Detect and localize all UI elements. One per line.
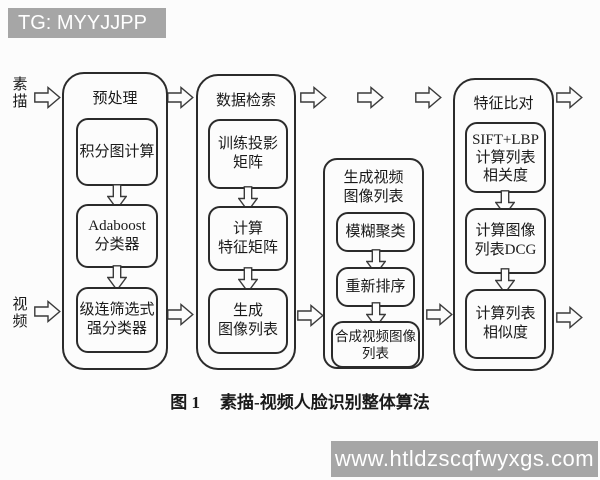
arrow-down-icon xyxy=(107,184,127,210)
tg-watermark-badge: TG: MYYJJPP xyxy=(8,8,166,38)
flow-box-integral-image: 积分图计算 xyxy=(76,118,158,186)
figure-number: 图 1 xyxy=(170,393,201,412)
flow-box-feature-matrix: 计算 特征矩阵 xyxy=(208,206,288,271)
arrow-right-icon xyxy=(34,86,61,109)
flow-box-synthesize-video-list: 合成视频图像 列表 xyxy=(331,321,420,368)
flow-box-sift-lbp: SIFT+LBP 计算列表 相关度 xyxy=(465,122,546,193)
figure-caption: 图 1 素描-视频人脸识别整体算法 xyxy=(0,388,600,413)
flow-box-list-similarity: 计算列表 相似度 xyxy=(465,289,546,359)
arrow-down-icon xyxy=(366,302,386,328)
arrow-right-icon xyxy=(415,86,442,109)
group-video-image-list: 生成视频 图像列表 模糊聚类 重新排序 合成视频图像 列表 xyxy=(323,158,424,369)
arrow-right-icon xyxy=(297,304,324,327)
arrow-right-icon xyxy=(426,303,453,326)
arrow-right-icon xyxy=(556,306,583,329)
group-title: 预处理 xyxy=(92,91,138,107)
flow-box-cascade-classifier: 级连筛选式 强分类器 xyxy=(76,287,158,353)
arrow-down-icon xyxy=(238,267,258,293)
arrow-right-icon xyxy=(34,300,61,323)
site-watermark-badge: www.htldzscqfwyxgs.com xyxy=(331,441,598,477)
group-title: 生成视频 图像列表 xyxy=(343,170,404,205)
group-feature-compare: 特征比对 SIFT+LBP 计算列表 相关度 计算图像 列表DCG 计算列表 相… xyxy=(453,78,554,371)
arrow-right-icon xyxy=(167,303,194,326)
flow-box-generate-image-list: 生成 图像列表 xyxy=(208,288,288,354)
arrow-down-icon xyxy=(495,268,515,294)
arrow-right-icon xyxy=(167,86,194,109)
figure-title: 素描-视频人脸识别整体算法 xyxy=(220,393,430,412)
input-label-sketch: 素描 xyxy=(12,77,28,110)
arrow-down-icon xyxy=(107,265,127,291)
flow-box-fuzzy-clustering: 模糊聚类 xyxy=(336,212,415,252)
flow-box-rerank: 重新排序 xyxy=(336,267,415,307)
flow-box-adaboost: Adaboost 分类器 xyxy=(76,204,158,268)
arrow-down-icon xyxy=(238,186,258,212)
arrow-right-icon xyxy=(300,86,327,109)
arrow-right-icon xyxy=(357,86,384,109)
group-data-retrieval: 数据检索 训练投影 矩阵 计算 特征矩阵 生成 图像列表 xyxy=(196,74,296,370)
arrow-right-icon xyxy=(556,86,583,109)
input-label-video: 视频 xyxy=(12,297,28,330)
flow-box-train-projection: 训练投影 矩阵 xyxy=(208,119,288,189)
group-title: 特征比对 xyxy=(473,96,534,112)
flow-box-dcg: 计算图像 列表DCG xyxy=(465,208,546,274)
group-preprocess: 预处理 积分图计算 Adaboost 分类器 级连筛选式 强分类器 xyxy=(62,72,168,370)
group-title: 数据检索 xyxy=(215,93,276,109)
